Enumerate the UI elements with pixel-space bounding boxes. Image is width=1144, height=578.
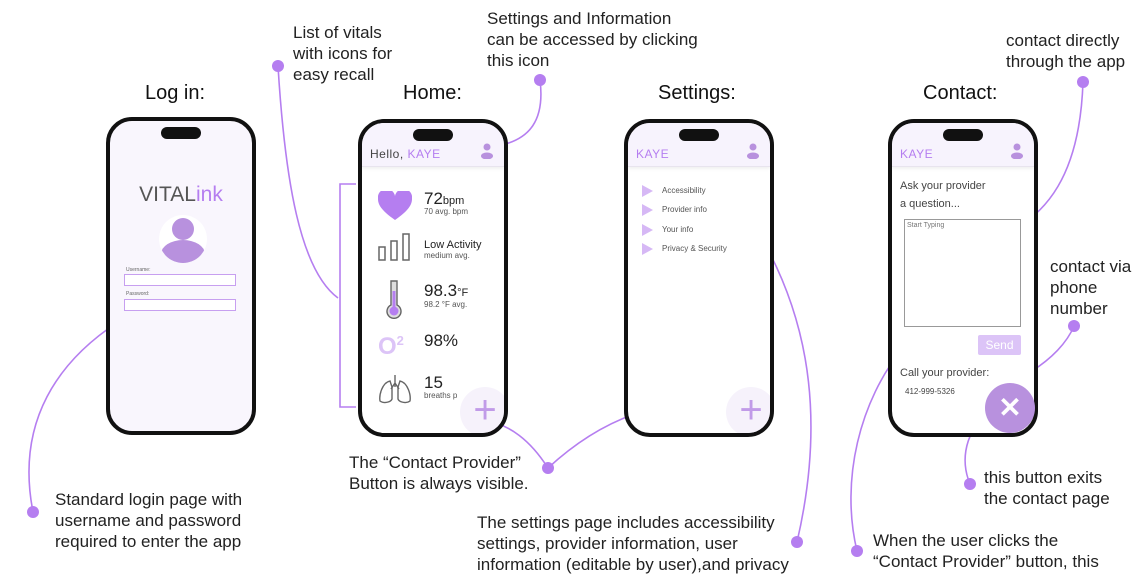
- thermometer-icon: [386, 280, 402, 319]
- vital-oxygen: O2 98%: [378, 331, 459, 360]
- close-contact-button[interactable]: ✕: [985, 383, 1035, 433]
- play-arrow-icon: [642, 224, 653, 236]
- username-input[interactable]: [124, 274, 236, 286]
- settings-item-privacy-security[interactable]: Privacy & Security: [642, 243, 727, 255]
- play-arrow-icon: [642, 243, 653, 255]
- phone-settings: KAYE Accessibility Provider info Your in…: [624, 119, 774, 437]
- play-arrow-icon: [642, 204, 653, 216]
- title-settings: Settings:: [658, 82, 736, 104]
- note-contact-button: The “Contact Provider”Button is always v…: [349, 453, 529, 493]
- contact-provider-button[interactable]: +: [460, 387, 504, 433]
- title-home: Home:: [403, 82, 462, 104]
- title-login: Log in:: [145, 82, 206, 104]
- settings-item-your-info[interactable]: Your info: [642, 224, 693, 236]
- notch: [161, 127, 201, 139]
- oxygen-icon: O2: [378, 333, 404, 360]
- notch: [679, 129, 719, 141]
- contact-provider-button[interactable]: +: [726, 387, 770, 433]
- user-settings-icon[interactable]: [480, 143, 494, 159]
- app-logo: VITALink: [139, 183, 223, 206]
- password-input[interactable]: [124, 299, 236, 311]
- password-label: Password:: [126, 291, 150, 297]
- user-settings-icon[interactable]: [1010, 143, 1024, 159]
- header: KAYE: [628, 123, 770, 167]
- user-name: KAYE: [407, 147, 441, 161]
- user-name: KAYE: [900, 147, 934, 161]
- notch: [413, 129, 453, 141]
- phone-login: VITALink Username: Password:: [106, 117, 256, 435]
- note-settings-page: The settings page includes accessibility…: [477, 513, 789, 574]
- user-name: KAYE: [636, 147, 670, 161]
- username-label: Username:: [126, 267, 151, 273]
- avatar-icon: [159, 215, 207, 263]
- call-label: Call your provider:: [900, 367, 990, 379]
- question-textarea[interactable]: [904, 219, 1021, 327]
- provider-phone[interactable]: 412-999-5326: [905, 387, 955, 396]
- heart-icon: [378, 191, 412, 220]
- send-button[interactable]: Send: [978, 335, 1021, 355]
- user-settings-icon[interactable]: [746, 143, 760, 159]
- lungs-icon: [379, 375, 411, 404]
- notch: [943, 129, 983, 141]
- play-arrow-icon: [642, 185, 653, 197]
- title-contact: Contact:: [923, 82, 998, 104]
- note-when-clicks: When the user clicks the“Contact Provide…: [873, 531, 1099, 571]
- greeting: Hello,: [370, 147, 408, 161]
- activity-bars-icon: [378, 233, 410, 261]
- settings-item-provider-info[interactable]: Provider info: [642, 204, 707, 216]
- settings-item-accessibility[interactable]: Accessibility: [642, 185, 706, 197]
